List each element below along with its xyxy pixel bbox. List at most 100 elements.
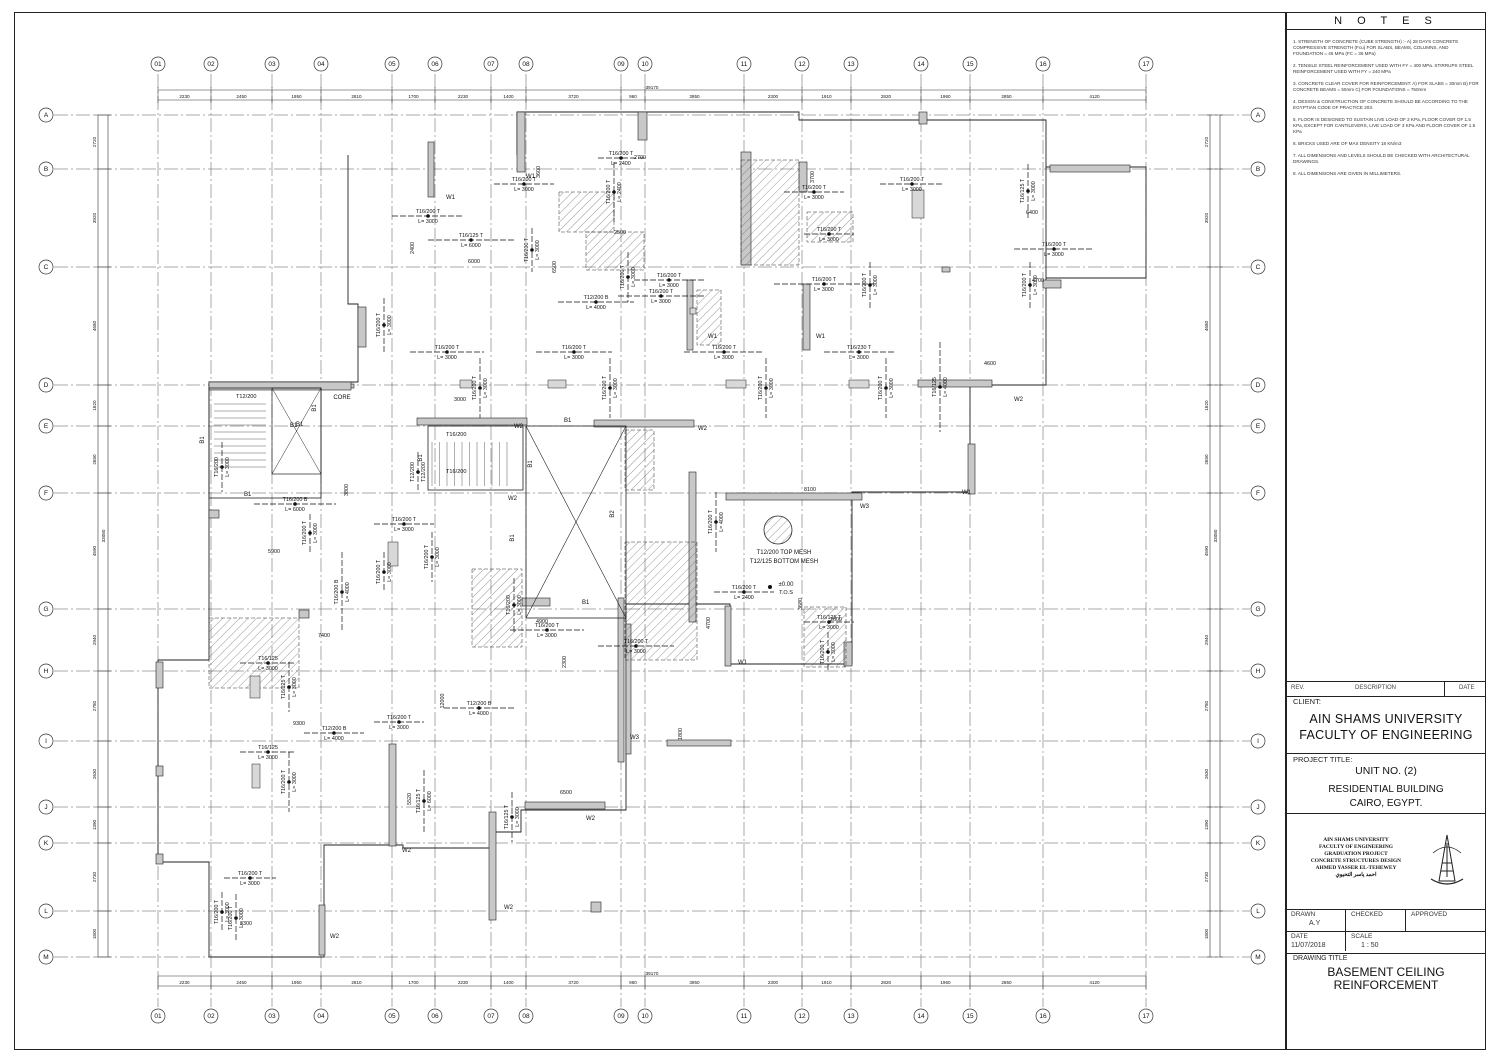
rebar-dot: [714, 520, 718, 524]
grid-bubble-label: A: [44, 112, 49, 119]
grid-bubble: [38, 799, 54, 815]
mesh-label-bottom: T12/125 BOTTOM MESH: [750, 559, 818, 565]
dimension-value: 4680: [92, 320, 97, 331]
wall-tag: W1: [816, 334, 826, 340]
grid-bubble-label: 07: [487, 1013, 495, 1020]
rebar-dot: [469, 238, 473, 242]
grid-bubble-label: 04: [317, 1013, 325, 1020]
wall-tag: W2: [330, 934, 340, 940]
rebar-dot: [742, 590, 746, 594]
grid-bubble-label: E: [1256, 423, 1261, 430]
drawing-title-label: DRAWING TITLE: [1293, 955, 1348, 962]
project-block: PROJECT TITLE: UNIT NO. (2) RESIDENTIAL …: [1287, 753, 1485, 814]
dimension-value: 1950: [291, 980, 302, 985]
dimension-value: 2720: [92, 136, 97, 147]
grid-bubble: [613, 1008, 629, 1024]
hatched-opening: [803, 606, 847, 668]
beam-tag: B1: [510, 534, 516, 542]
slab-opening: [725, 379, 747, 389]
beam-tag: B1: [290, 423, 298, 429]
wall-tag: W2: [402, 848, 412, 854]
rebar-length: L= 3000: [902, 187, 922, 193]
slab-opening: [251, 763, 261, 789]
rebar-length: L= 3000: [814, 287, 834, 293]
wall: [1049, 164, 1131, 173]
grid-bubble-label: 14: [917, 61, 925, 68]
rebar-label: T16/200 T: [512, 177, 537, 183]
grid-bubble: [264, 56, 280, 72]
slab-opening: [547, 379, 567, 389]
rebar-length: L= 3000: [225, 902, 231, 922]
client-line2: FACULTY OF ENGINEERING: [1299, 728, 1473, 742]
rebar-length: L= 3000: [435, 547, 441, 567]
wall-tag: W2: [508, 496, 518, 502]
rebar-label: T12/200 B: [322, 726, 347, 732]
grid-bubble-label: B: [1256, 166, 1260, 173]
rebar-dot: [266, 750, 270, 754]
wall-tag: W1: [962, 490, 972, 496]
dimension-value: 1700: [408, 980, 419, 985]
description-header: DESCRIPTION: [1355, 685, 1397, 691]
rebar-length: L= 3000: [819, 625, 839, 631]
rebar-length: L= 6000: [285, 507, 305, 513]
project-label: PROJECT TITLE:: [1293, 755, 1353, 764]
slab-opening: [387, 541, 399, 567]
date-row: DATE 11/07/2018 SCALE 1 : 50: [1287, 931, 1485, 954]
grid-bubble: [483, 1008, 499, 1024]
rebar-length: L= 3000: [1033, 275, 1039, 295]
dimension-value: 1800: [1204, 928, 1209, 939]
rebar-dot: [510, 815, 514, 819]
elevator-shaft: [271, 387, 322, 475]
rebar-label: T16/200 T: [606, 179, 612, 204]
dimension-value: 2780: [92, 700, 97, 711]
grid-bubble: [1138, 1008, 1154, 1024]
slab-opening: [848, 379, 870, 389]
rebar-dot: [512, 603, 516, 607]
rebar-dot: [287, 685, 291, 689]
dimension-value: 3950: [689, 94, 700, 99]
dimension-value: 1800: [92, 928, 97, 939]
grid-bubble-label: 04: [317, 61, 325, 68]
dimension-value: 1960: [940, 980, 951, 985]
dimension-value: 2630: [1204, 768, 1209, 779]
wall: [516, 111, 526, 173]
wall: [941, 266, 951, 273]
grid-bubble-label: D: [1256, 382, 1261, 389]
rebar-label: T16/200 T: [649, 289, 674, 295]
rebar-dot: [1026, 189, 1030, 193]
grid-bubble-label: 15: [966, 1013, 974, 1020]
grid-bubble-label: A: [1256, 112, 1261, 119]
wall: [416, 417, 528, 426]
rebar-label: T16/200 T: [602, 375, 608, 400]
wall: [357, 306, 367, 348]
drawing-title-line2: REINFORCEMENT: [1333, 978, 1439, 992]
rebar-dot: [667, 278, 671, 282]
rebar-length: L= 3000: [819, 237, 839, 243]
rebar-length: L= 3000: [769, 378, 775, 398]
grid-bubble-label: H: [1256, 668, 1261, 675]
rebar-label: T16/230 T: [847, 345, 872, 351]
project-line1: UNIT NO. (2): [1355, 765, 1417, 777]
dimension-value: 4590: [1204, 545, 1209, 556]
grid-bubble: [38, 107, 54, 123]
grid-bubble: [38, 161, 54, 177]
rebar-label: T16/200 T: [1042, 242, 1067, 248]
grid-bubble: [518, 56, 534, 72]
rebar-dot: [1052, 247, 1056, 251]
rebar-dot: [477, 706, 481, 710]
rebar-label: T16/200 T: [758, 375, 764, 400]
wall: [155, 765, 164, 777]
grid-bubble: [264, 1008, 280, 1024]
grid-bubble: [1250, 107, 1266, 123]
hatched-opening: [806, 211, 854, 243]
rebar-label: T16/200 T: [472, 375, 478, 400]
dimension-value: 2230: [458, 94, 469, 99]
grid-bubble: [38, 377, 54, 393]
grid-bubble-label: 03: [268, 61, 276, 68]
grid-bubble: [38, 903, 54, 919]
rebar-length: L= 3000: [535, 240, 541, 260]
dimension-text: 6500: [560, 790, 572, 796]
wall: [686, 279, 694, 351]
rebar-length: L= 3000: [418, 219, 438, 225]
rebar-length: T12/200: [421, 462, 427, 482]
